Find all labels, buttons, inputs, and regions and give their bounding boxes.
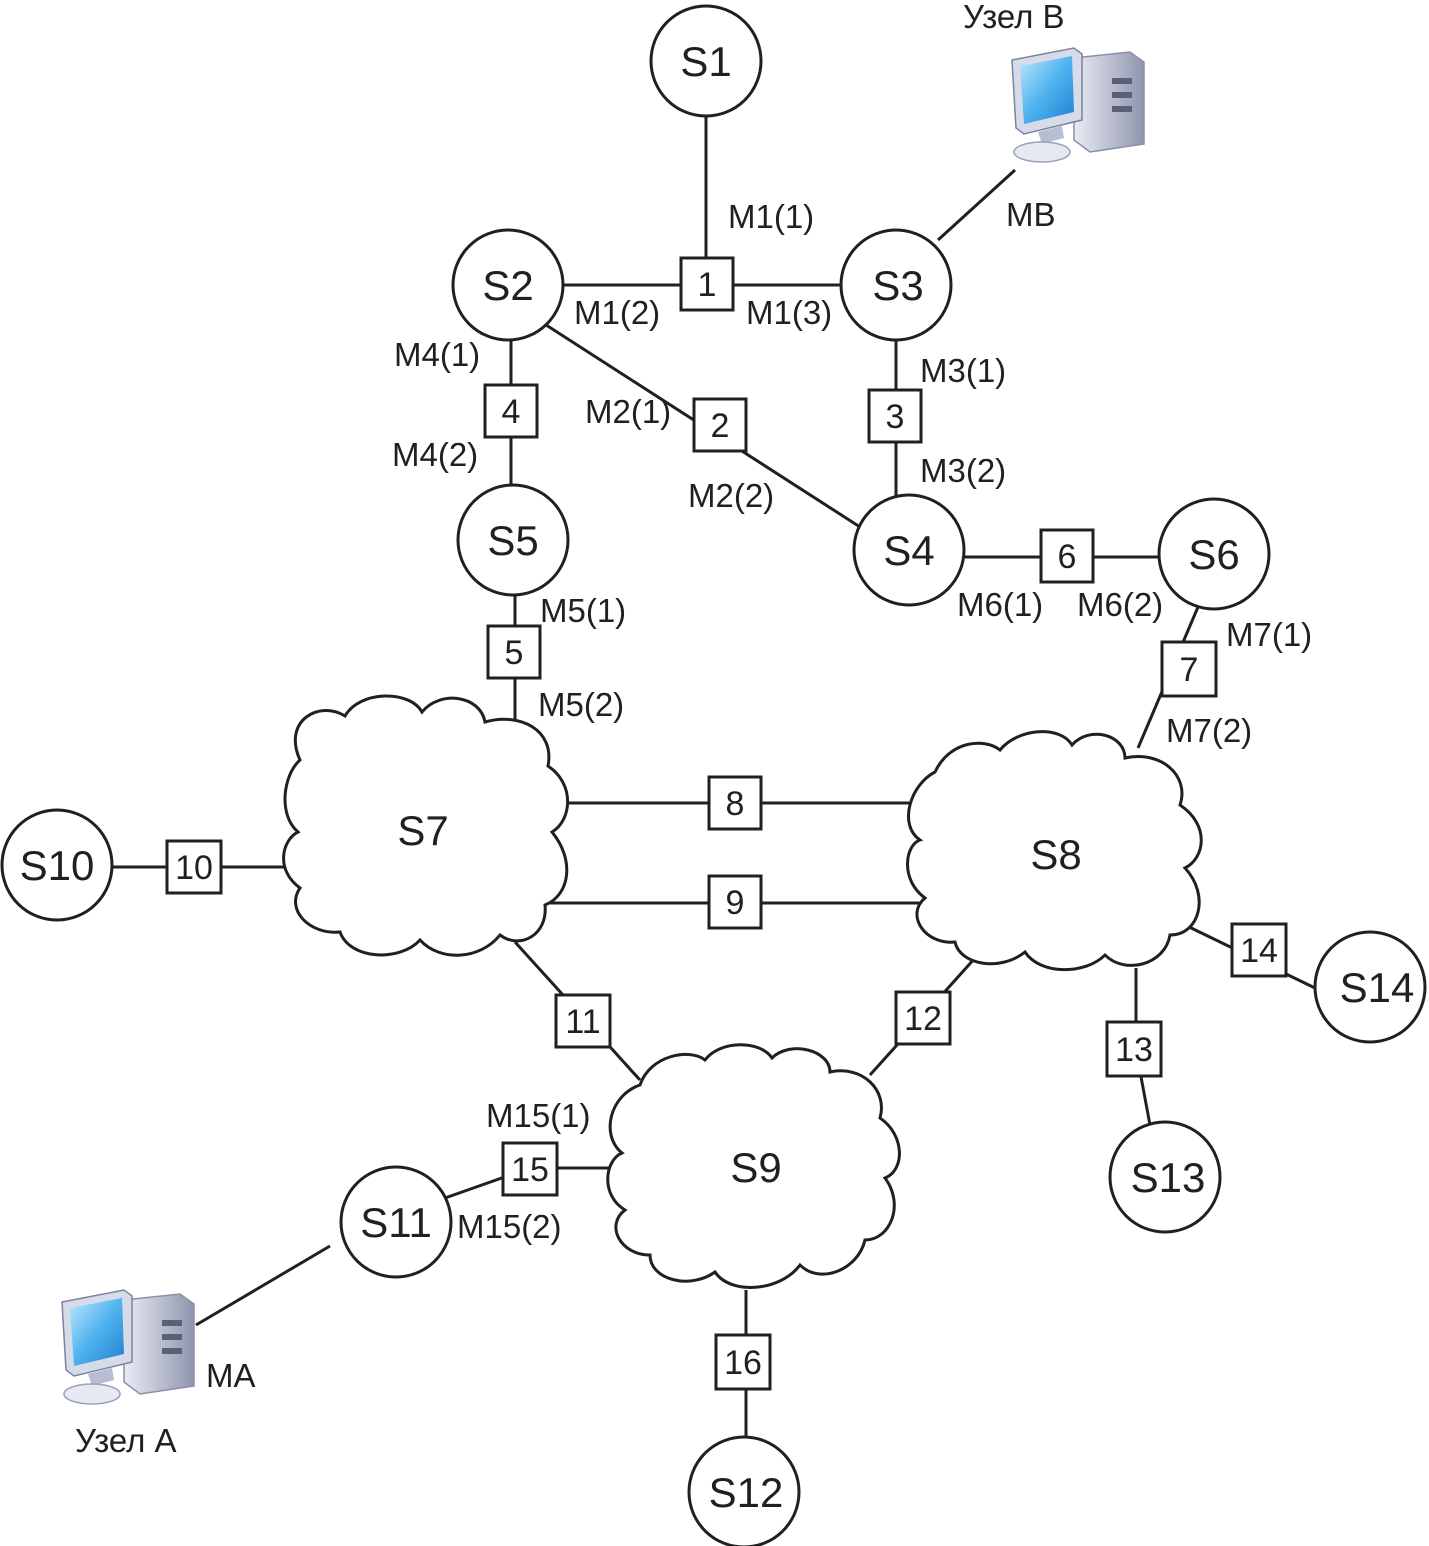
node-s11[interactable] [339,1165,453,1279]
host-a-port: MA [206,1357,256,1394]
node-label-s2: S2 [482,262,533,309]
node-label-s5: S5 [487,517,538,564]
node-label-s3: S3 [872,262,923,309]
node-s6[interactable] [1157,497,1271,611]
host-a[interactable]: MA Узел A [61,1289,256,1459]
node-s10[interactable] [0,808,114,922]
node-s3[interactable] [839,228,953,342]
link-s11-host-a [195,1244,331,1327]
node-label-s11: S11 [360,1199,432,1246]
port-label-m2-2: M2(2) [688,477,774,514]
link-label-5: 5 [505,634,524,672]
link-box-3[interactable] [867,388,923,444]
link-box-2[interactable] [692,397,748,453]
link-box-4[interactable] [483,383,539,439]
link-box-14[interactable] [1230,922,1288,978]
link-label-4: 4 [502,393,521,431]
port-label-m1-1: M1(1) [728,198,814,235]
port-label-m7-1: M7(1) [1226,616,1312,653]
node-label-s8: S8 [1030,831,1081,878]
port-label-m7-2: M7(2) [1166,712,1252,749]
host-b[interactable]: Узел B MB [963,0,1145,233]
port-label-m6-2: M6(2) [1077,586,1163,623]
computer-icon [61,1289,195,1405]
link-label-8: 8 [726,785,745,823]
host-b-name: Узел B [963,0,1065,35]
node-label-s4: S4 [883,527,934,574]
link-label-3: 3 [886,398,905,436]
node-label-s9: S9 [730,1144,781,1191]
link-box-13[interactable] [1105,1020,1163,1078]
node-s2[interactable] [451,228,565,342]
node-s13[interactable] [1108,1120,1222,1234]
port-label-m1-2: M1(2) [574,294,660,331]
node-label-s10: S10 [20,842,95,889]
node-label-s6: S6 [1188,531,1239,578]
link-label-9: 9 [726,884,745,922]
link-label-1: 1 [698,266,717,304]
port-label-m1-3: M1(3) [746,294,832,331]
node-label-s7: S7 [397,807,448,854]
link-label-7: 7 [1180,651,1199,689]
link-label-2: 2 [711,407,730,445]
node-s12[interactable] [687,1435,801,1546]
node-s1[interactable] [649,4,763,118]
link-box-7[interactable] [1160,640,1218,698]
node-s14[interactable] [1313,930,1427,1044]
node-s4[interactable] [852,493,966,607]
link-box-15[interactable] [501,1141,559,1197]
link-label-15: 15 [511,1151,549,1189]
node-label-s14: S14 [1340,964,1415,1011]
link-box-5[interactable] [486,624,542,680]
link-box-10[interactable] [165,839,223,895]
port-label-m3-2: M3(2) [920,452,1006,489]
node-label-s1: S1 [680,38,731,85]
link-box-16[interactable] [714,1333,772,1391]
link-s3-host-b [936,168,1017,242]
port-label-m15-2: M15(2) [457,1208,562,1245]
link-box-9[interactable] [707,874,763,930]
link-box-1[interactable] [679,256,735,312]
link-box-8[interactable] [707,775,763,831]
port-label-m6-1: M6(1) [957,586,1043,623]
computer-icon [1011,47,1145,163]
link-label-16: 16 [724,1344,762,1382]
cloud-s9[interactable] [606,1043,901,1289]
link-label-6: 6 [1058,538,1077,576]
link-label-13: 13 [1115,1031,1153,1069]
port-label-m4-2: M4(2) [392,436,478,473]
host-a-name: Узел A [75,1422,177,1459]
port-label-m5-2: M5(2) [538,686,624,723]
node-label-s12: S12 [709,1469,784,1516]
node-label-s13: S13 [1131,1154,1206,1201]
node-s5[interactable] [456,483,570,597]
port-label-m15-1: M15(1) [486,1097,591,1134]
host-b-port: MB [1006,196,1056,233]
link-label-11: 11 [565,1003,600,1041]
link-label-10: 10 [175,849,213,887]
cloud-s8[interactable] [906,730,1203,972]
link-label-14: 14 [1240,932,1278,970]
cloud-s7[interactable] [282,694,570,957]
port-label-m5-1: M5(1) [540,592,626,629]
link-box-11[interactable] [554,993,612,1049]
port-label-m3-1: M3(1) [920,352,1006,389]
link-label-12: 12 [904,1000,942,1038]
port-label-m2-1: M2(1) [585,393,671,430]
link-box-12[interactable] [894,990,952,1046]
link-box-6[interactable] [1039,528,1095,584]
port-label-m4-1: M4(1) [394,336,480,373]
